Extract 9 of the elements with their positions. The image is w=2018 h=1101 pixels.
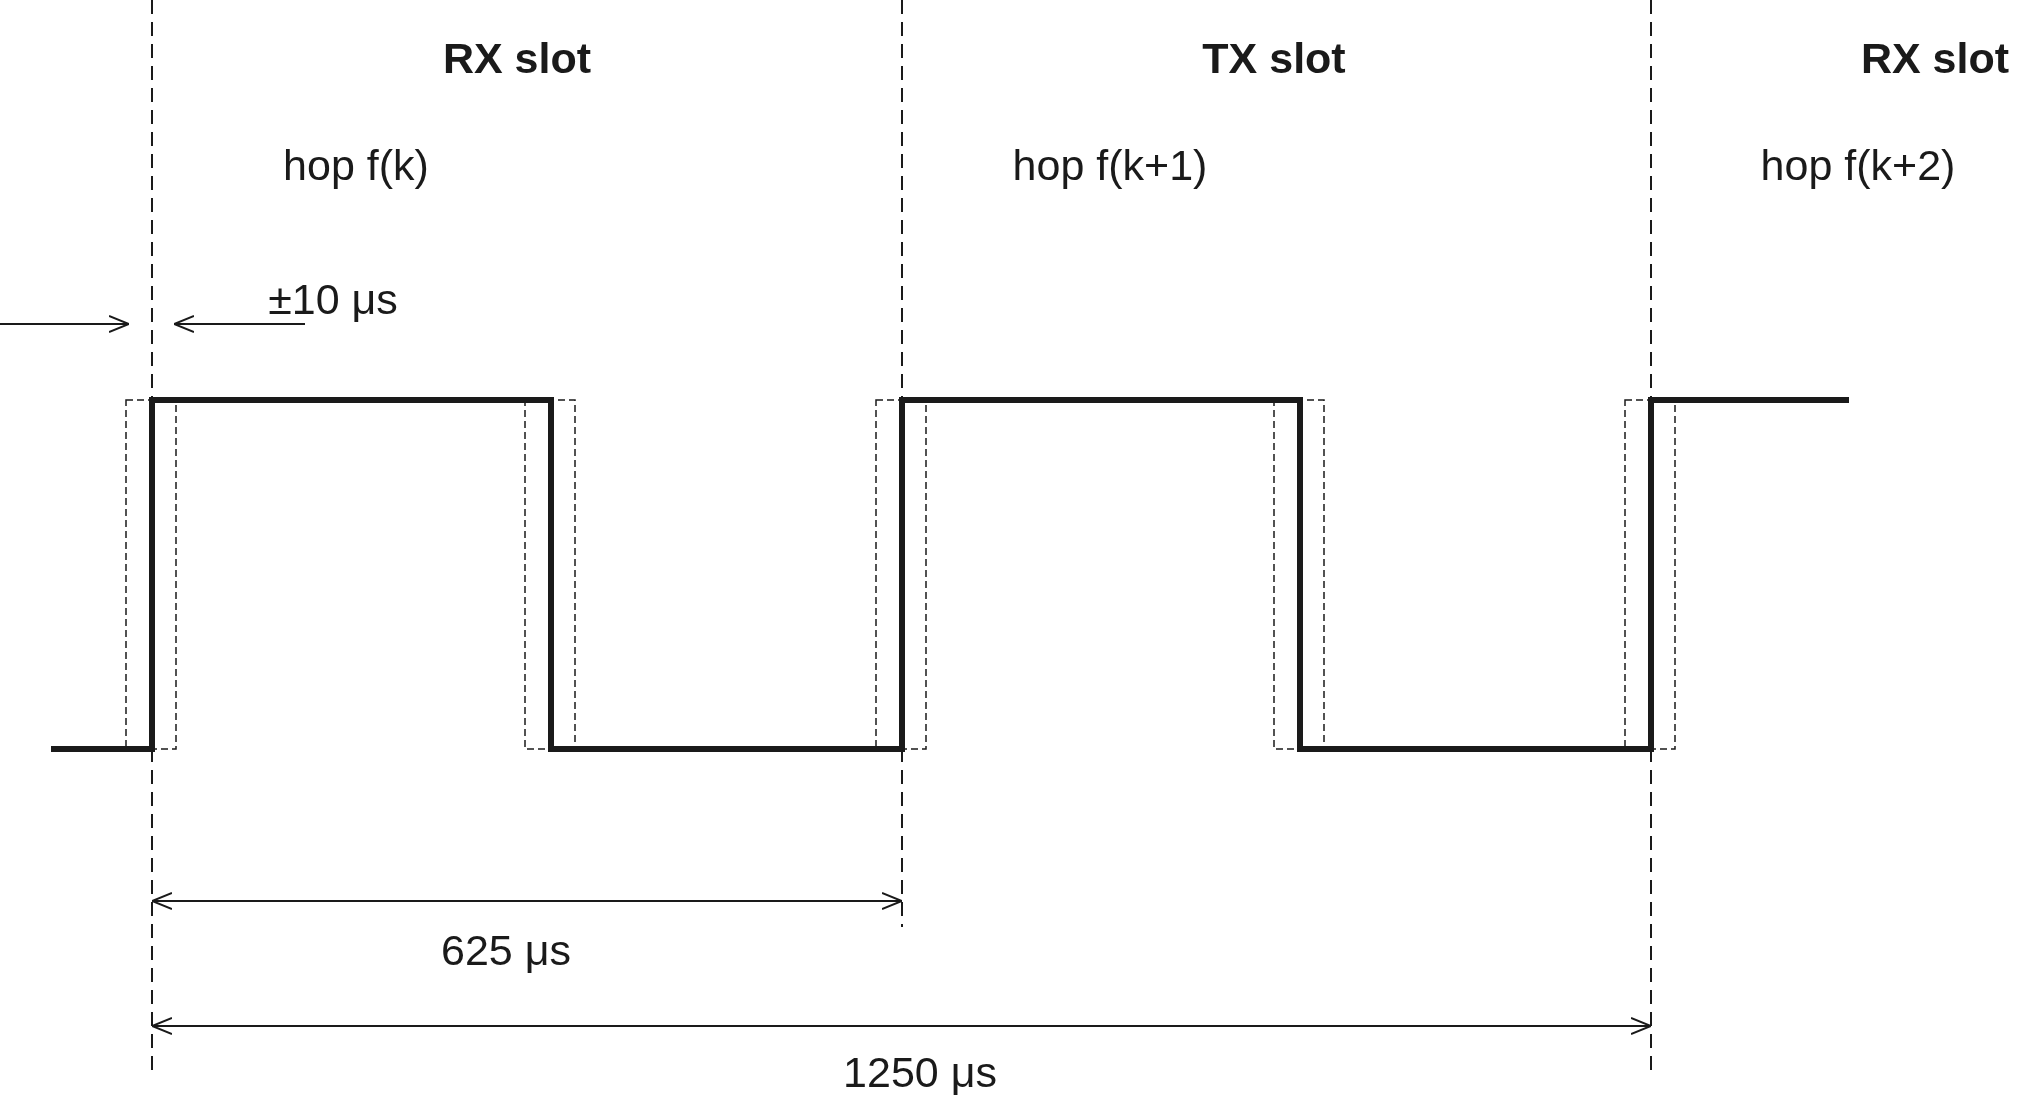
slot-title: TX slot bbox=[1202, 36, 1346, 80]
hop-frequency-label: hop f(k) bbox=[283, 143, 429, 187]
dimension-label: ±10 μs bbox=[268, 277, 398, 321]
dimension-label: 625 μs bbox=[441, 928, 571, 972]
hop-frequency-label: hop f(k+1) bbox=[1012, 143, 1208, 187]
hop-frequency-label: hop f(k+2) bbox=[1760, 143, 1956, 187]
slot-title: RX slot bbox=[442, 36, 592, 80]
dimension-label: 1250 μs bbox=[843, 1050, 997, 1094]
slot-title: RX slot bbox=[1860, 36, 2010, 80]
